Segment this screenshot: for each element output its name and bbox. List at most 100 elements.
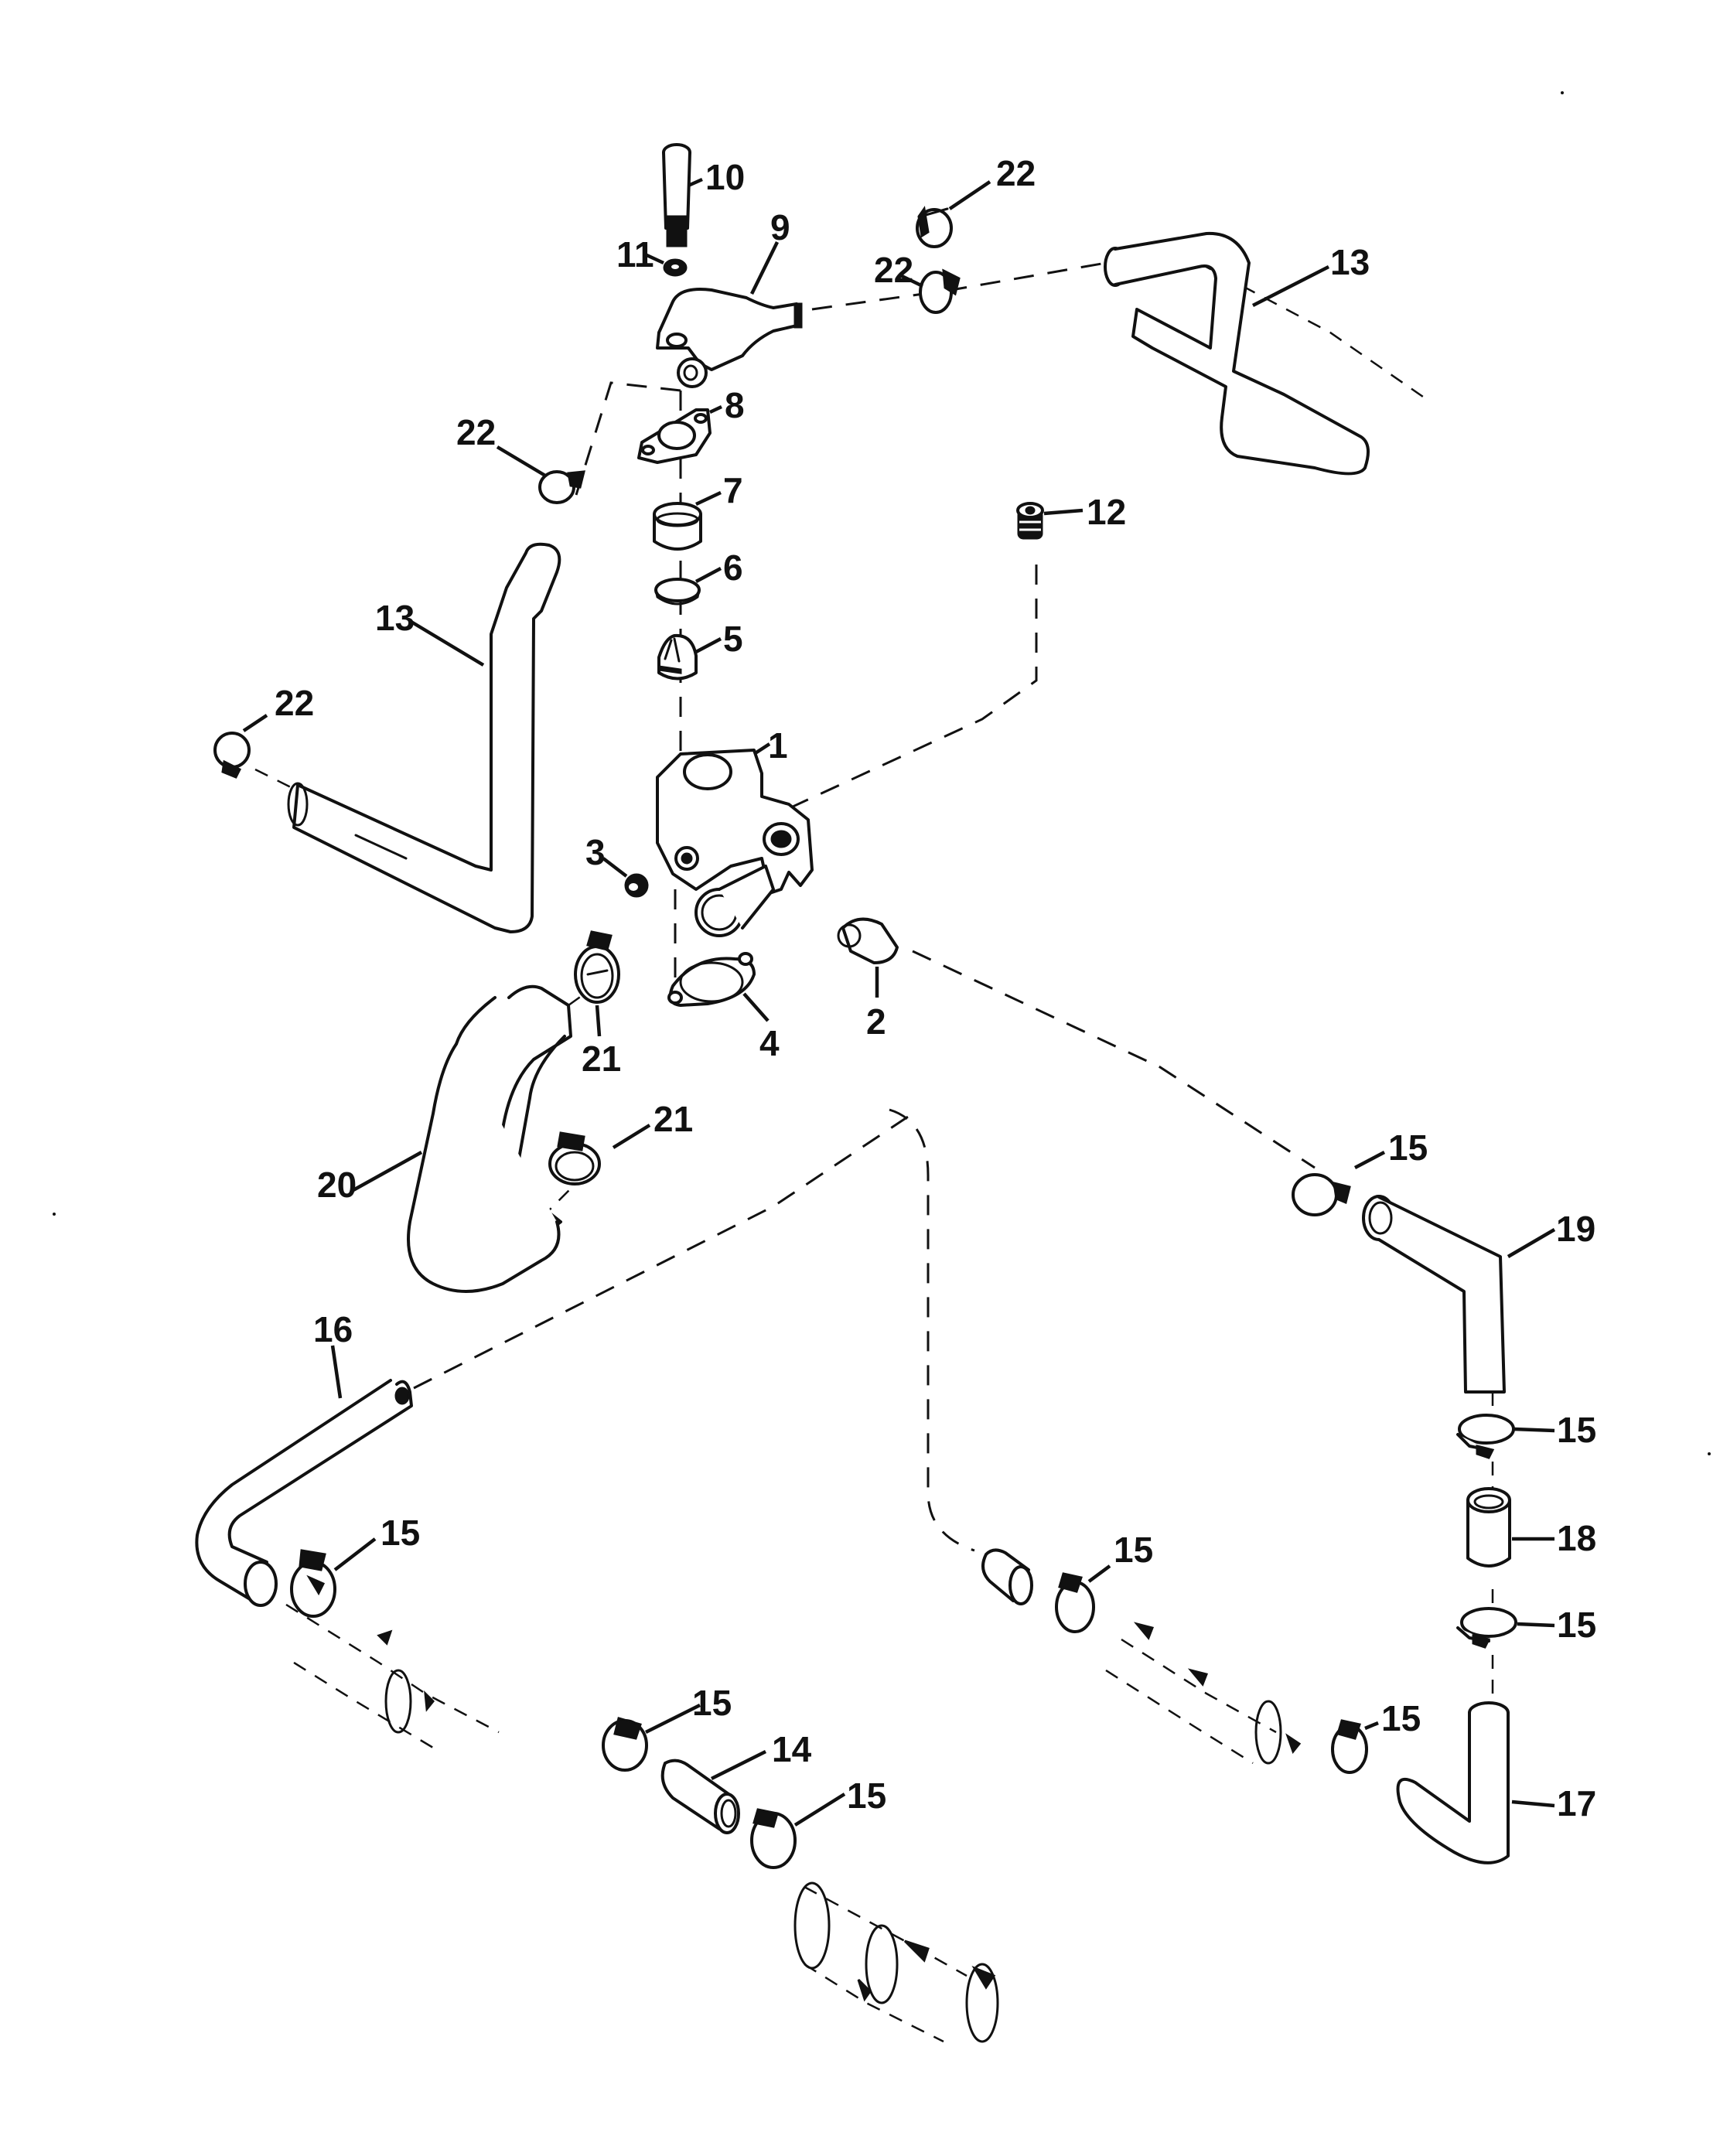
part-7-sleeve[interactable] (653, 502, 702, 551)
callout-22-top-second: 22 (874, 250, 913, 290)
callout-8: 8 (725, 385, 745, 425)
part-6-seal-ring[interactable] (654, 578, 701, 606)
callout-15-left: 15 (381, 1513, 420, 1553)
callout-14: 14 (772, 1729, 812, 1769)
middle-vertical-line (889, 1108, 975, 1552)
part-10-bolt[interactable] (662, 143, 691, 247)
callout-9: 9 (770, 207, 790, 247)
leader-14 (710, 1749, 767, 1781)
part-21-clamp-upper[interactable] (574, 930, 620, 1004)
part-12-plug[interactable] (1016, 502, 1044, 540)
leader-13-right (1251, 264, 1330, 308)
part-21-clamp-lower[interactable] (548, 1131, 601, 1185)
leader-15-bottom (793, 1793, 846, 1827)
callout-18: 18 (1557, 1518, 1596, 1558)
callout-3: 3 (585, 832, 606, 872)
callout-15-bottom: 15 (847, 1776, 886, 1816)
callout-22-top: 22 (996, 153, 1036, 193)
leader-3 (602, 857, 628, 878)
part-15-clamp-bottom[interactable] (750, 1808, 797, 1869)
part-coupler-mid[interactable] (981, 1548, 1033, 1605)
callout-13-left: 13 (375, 598, 415, 638)
callout-15-right-top: 15 (1557, 1410, 1596, 1450)
callout-4: 4 (759, 1023, 780, 1063)
callout-21-upper: 21 (582, 1039, 621, 1079)
leader-11 (643, 251, 664, 265)
callout-12: 12 (1087, 492, 1126, 532)
leader-15-mid (1087, 1564, 1111, 1583)
part-13-hose-right[interactable] (1104, 231, 1370, 476)
part-22-clamp-left[interactable] (538, 470, 585, 504)
callout-15-right-bottom: 15 (1557, 1605, 1596, 1645)
part-15-clamp-left[interactable] (290, 1549, 336, 1618)
leader-21-upper (595, 1005, 602, 1037)
part-9-housing-cover[interactable] (656, 288, 803, 388)
leader-13-left (408, 619, 485, 667)
leader-22-top-second (898, 272, 923, 288)
part-17-hose[interactable] (1396, 1701, 1510, 1864)
leader-5 (694, 637, 722, 653)
part-1-housing[interactable] (656, 749, 814, 937)
leader-19 (1507, 1228, 1556, 1258)
part-11-washer[interactable] (663, 258, 688, 277)
leader-15-right-bottom (1517, 1622, 1555, 1628)
component-lower-mid-dashed (1105, 1622, 1302, 1765)
part-15-clamp-lower-mid[interactable] (1331, 1719, 1368, 1774)
callout-20: 20 (317, 1165, 357, 1205)
part-20-hose[interactable] (407, 984, 572, 1293)
component-lower-left-dashed (285, 1574, 500, 1749)
leader-7 (695, 490, 722, 507)
callout-6: 6 (723, 548, 743, 588)
callout-11: 11 (616, 234, 654, 275)
callout-21-lower: 21 (654, 1099, 693, 1139)
part-22-clamp-far-left[interactable] (213, 732, 251, 779)
part-8-gasket[interactable] (637, 408, 712, 464)
callout-22-left: 22 (456, 412, 496, 452)
part-14-coupler[interactable] (660, 1759, 740, 1834)
plug12-line (780, 565, 1038, 843)
callout-10: 10 (705, 157, 745, 197)
leader-16 (330, 1345, 343, 1399)
leader-10 (688, 177, 703, 188)
callout-17: 17 (1557, 1783, 1596, 1823)
callout-7: 7 (723, 470, 743, 510)
callout-2: 2 (866, 1001, 886, 1042)
part-15-clamp-mid[interactable] (1055, 1572, 1095, 1633)
leader-15-upper-right (1353, 1151, 1386, 1169)
callout-15-lower-left: 15 (692, 1683, 732, 1723)
leader-20 (350, 1151, 423, 1192)
part-4-gasket[interactable] (667, 952, 756, 1007)
part-15-clamp-right-top[interactable] (1456, 1414, 1515, 1459)
leader-22-left (496, 445, 547, 477)
part-15-clamp-lower-left[interactable] (602, 1717, 648, 1772)
part-18-coupler[interactable] (1466, 1487, 1511, 1568)
cover-to-hose-line (811, 261, 1107, 311)
leader-15-lower-mid (1364, 1721, 1379, 1731)
part-13-hose-left[interactable] (287, 542, 561, 933)
callout-5: 5 (723, 619, 743, 659)
component-bottom-pump-dashed (793, 1881, 999, 2043)
part-15-clamp-upper-right[interactable] (1292, 1173, 1351, 1216)
far-left-clamp-line (254, 768, 295, 790)
part-15-clamp-right-bottom[interactable] (1456, 1607, 1517, 1649)
leader-17 (1511, 1800, 1555, 1808)
part-3-fitting[interactable] (624, 873, 649, 898)
part-2-plug[interactable] (837, 917, 899, 964)
leader-8 (709, 404, 722, 414)
part-16-hose[interactable] (195, 1379, 413, 1607)
part-19-hose[interactable] (1362, 1195, 1506, 1394)
leader-15-lower-left (644, 1703, 701, 1735)
callout-15-lower-mid: 15 (1381, 1698, 1421, 1738)
cover-to-left-clamp-line (575, 381, 681, 496)
part-22-clamp-top[interactable] (916, 206, 953, 248)
leader-6 (694, 567, 722, 583)
speck (1708, 1452, 1711, 1455)
callout-13-right: 13 (1330, 242, 1370, 282)
callout-22-far-left: 22 (275, 683, 314, 723)
leader-15-right-top (1514, 1427, 1555, 1433)
assembly-lines (254, 261, 1494, 1701)
part-5-thermostat[interactable] (657, 633, 698, 681)
part-22-clamp-top-second[interactable] (919, 268, 961, 314)
callout-15-mid: 15 (1114, 1530, 1153, 1570)
